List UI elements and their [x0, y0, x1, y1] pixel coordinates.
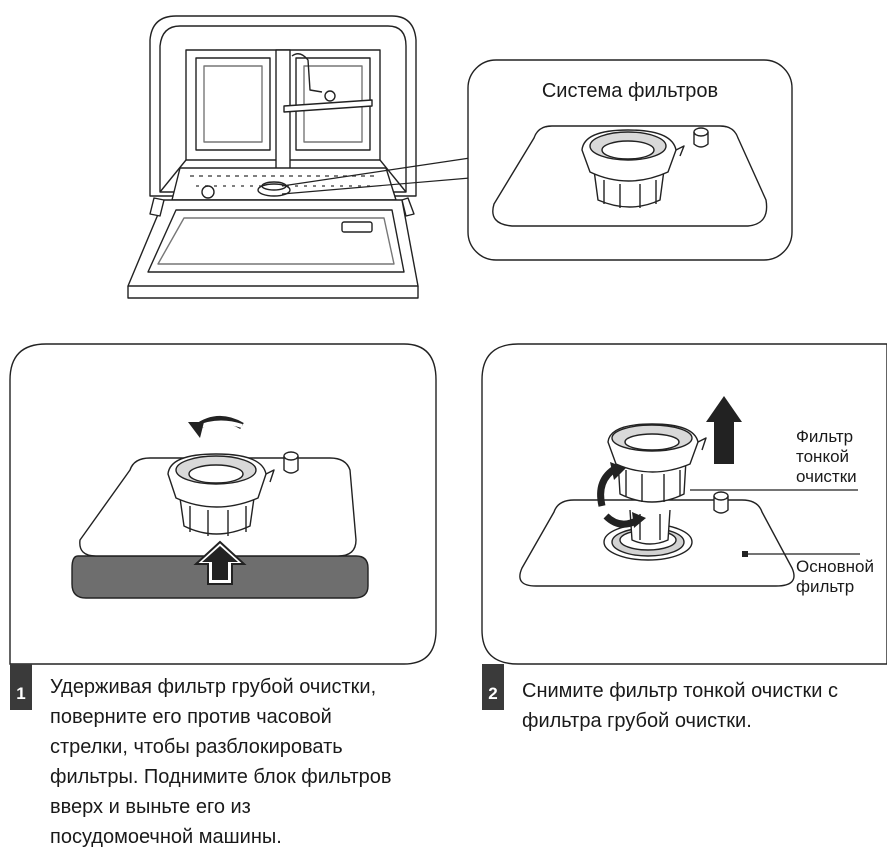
step1-text: Удерживая фильтр грубой очистки, поверни… — [50, 676, 392, 848]
filter-system-callout — [467, 59, 793, 261]
step1-number: 1 — [10, 664, 32, 710]
step1-panel — [9, 343, 437, 665]
fine-filter-label-line1: Фильтр — [796, 427, 854, 446]
fine-filter-label-line3: очистки — [796, 467, 857, 486]
dishwasher-illustration — [127, 15, 471, 299]
callout-title: Система фильтров — [541, 80, 719, 102]
main-filter-label-line1: Основной — [796, 557, 874, 576]
main-filter-label: Основной фильтр — [796, 557, 874, 597]
fine-filter-label: Фильтр тонкой очистки — [796, 427, 857, 487]
step2-number: 2 — [482, 664, 504, 710]
fine-filter-label-line2: тонкой — [796, 447, 850, 466]
step2-text: Снимите фильтр тонкой очистки с фильтра … — [522, 680, 839, 732]
step2-panel — [481, 343, 887, 665]
main-filter-label-line2: фильтр — [796, 577, 855, 596]
